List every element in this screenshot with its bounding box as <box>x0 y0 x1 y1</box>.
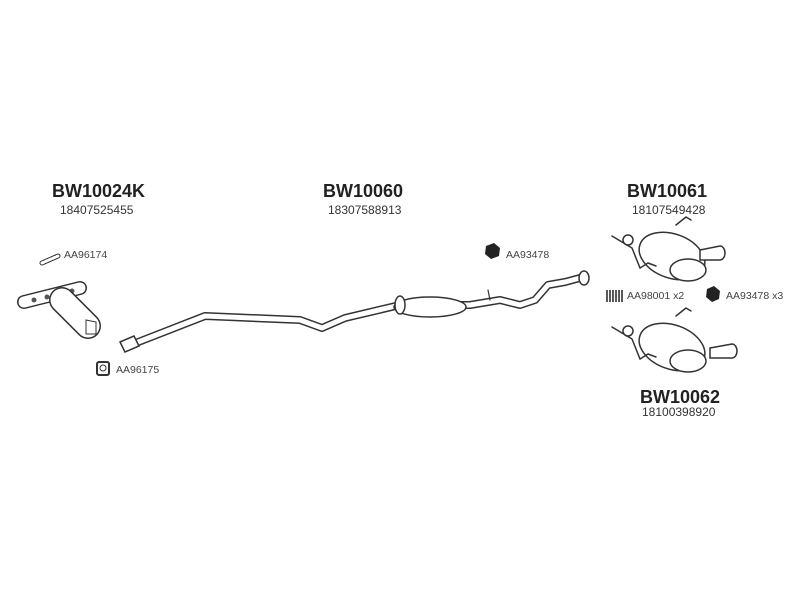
flange-gasket-icon <box>96 361 110 376</box>
accessory-label[interactable]: AA93478 <box>506 249 550 261</box>
part-number-manifold[interactable]: BW10024K <box>52 181 146 201</box>
center-pipe-drawing <box>118 270 590 353</box>
rear-muffler-2-drawing <box>611 307 738 373</box>
accessory-label[interactable]: AA93478 x3 <box>726 290 784 302</box>
manifold-catalyst-drawing <box>17 281 101 339</box>
accessory-label[interactable]: AA98001 x2 <box>627 290 685 302</box>
oe-number-center-pipe: 18307588913 <box>328 203 402 217</box>
accessory-label[interactable]: AA96175 <box>116 364 160 376</box>
part-number-rear-muffler-1[interactable]: BW10061 <box>627 181 708 201</box>
spring-icon <box>606 290 623 302</box>
gasket-strip-icon <box>39 253 61 266</box>
oe-number-rear-muffler-2: 18100398920 <box>642 405 716 419</box>
rear-muffler-1-drawing <box>611 216 726 282</box>
rubber-mount-icon <box>485 243 500 259</box>
part-number-rear-muffler-2[interactable]: BW10062 <box>640 387 721 407</box>
accessory-label[interactable]: AA96174 <box>64 249 108 261</box>
oe-number-rear-muffler-1: 18107549428 <box>632 203 706 217</box>
part-number-center-pipe[interactable]: BW10060 <box>323 181 404 201</box>
rubber-mount-icon <box>706 286 720 302</box>
oe-number-manifold: 18407525455 <box>60 203 134 217</box>
